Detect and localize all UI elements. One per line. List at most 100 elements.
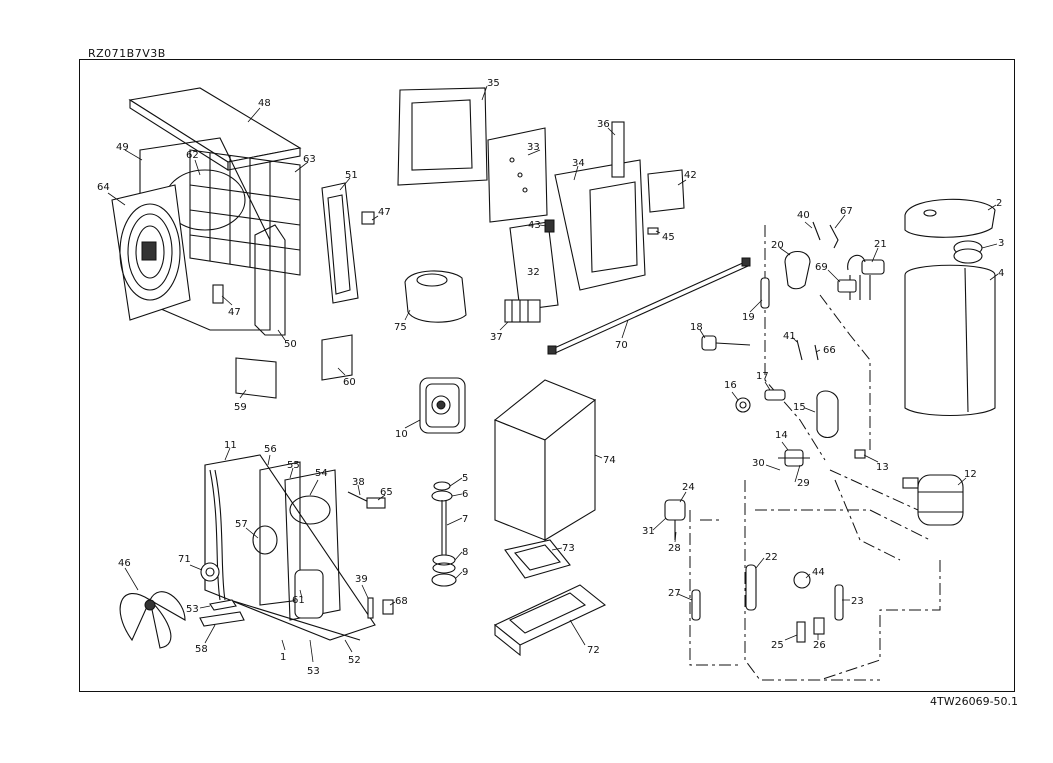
sensor-18 bbox=[701, 335, 751, 351]
callout-47-top: 47 bbox=[378, 207, 391, 218]
refrigerant-circuit bbox=[689, 225, 941, 681]
callout-71: 71 bbox=[178, 554, 191, 565]
callout-40: 40 bbox=[797, 210, 810, 221]
part-68 bbox=[382, 599, 394, 615]
clip-47b bbox=[361, 211, 375, 225]
callout-45: 45 bbox=[662, 232, 675, 243]
clip-47 bbox=[212, 284, 224, 304]
muffler-20 bbox=[784, 250, 811, 290]
callout-70: 70 bbox=[615, 340, 628, 351]
callout-50: 50 bbox=[284, 339, 297, 350]
callout-12: 12 bbox=[964, 469, 977, 480]
reactor-37 bbox=[504, 299, 541, 323]
callout-7: 7 bbox=[462, 514, 468, 525]
valve-stem-group bbox=[431, 481, 457, 587]
part-67 bbox=[829, 224, 839, 249]
callout-8: 8 bbox=[462, 547, 468, 558]
callout-29: 29 bbox=[797, 478, 810, 489]
callout-25: 25 bbox=[771, 640, 784, 651]
callout-58: 58 bbox=[195, 644, 208, 655]
callout-14: 14 bbox=[775, 430, 788, 441]
callout-63: 63 bbox=[303, 154, 316, 165]
callout-43: 43 bbox=[528, 220, 541, 231]
part-23 bbox=[834, 584, 844, 621]
model-number: RZ071B7V3B bbox=[88, 47, 166, 60]
callout-57: 57 bbox=[235, 519, 248, 530]
callout-33: 33 bbox=[527, 142, 540, 153]
callout-73: 73 bbox=[562, 543, 575, 554]
callout-28: 28 bbox=[668, 543, 681, 554]
callout-64: 64 bbox=[97, 182, 110, 193]
callout-5: 5 bbox=[462, 473, 468, 484]
callout-11: 11 bbox=[224, 440, 237, 451]
callout-16: 16 bbox=[724, 380, 737, 391]
sound-blanket-4 bbox=[904, 264, 996, 417]
coil-69 bbox=[837, 254, 866, 293]
callout-62: 62 bbox=[186, 150, 199, 161]
callout-24: 24 bbox=[682, 482, 695, 493]
callout-75: 75 bbox=[394, 322, 407, 333]
callout-22: 22 bbox=[765, 552, 778, 563]
callout-39: 39 bbox=[355, 574, 368, 585]
part-26 bbox=[813, 617, 825, 635]
part-43 bbox=[544, 219, 555, 233]
callout-55: 55 bbox=[287, 460, 300, 471]
callout-26: 26 bbox=[813, 640, 826, 651]
callout-72: 72 bbox=[587, 645, 600, 656]
callout-31: 31 bbox=[642, 526, 655, 537]
sound-insulation-54 bbox=[284, 469, 341, 621]
callout-48: 48 bbox=[258, 98, 271, 109]
callout-19: 19 bbox=[742, 312, 755, 323]
callout-52: 52 bbox=[348, 655, 361, 666]
insulation-10 bbox=[419, 377, 466, 434]
callout-10: 10 bbox=[395, 429, 408, 440]
insulation-3 bbox=[953, 240, 983, 264]
callout-32: 32 bbox=[527, 267, 540, 278]
callout-37: 37 bbox=[490, 332, 503, 343]
filter-19 bbox=[760, 277, 770, 309]
callout-51: 51 bbox=[345, 170, 358, 181]
compressor-12 bbox=[902, 474, 964, 526]
callout-65: 65 bbox=[380, 487, 393, 498]
callout-61: 61 bbox=[292, 595, 305, 606]
callout-67: 67 bbox=[840, 206, 853, 217]
callout-44: 44 bbox=[812, 567, 825, 578]
callout-68: 68 bbox=[395, 596, 408, 607]
rear-grille-63 bbox=[189, 149, 301, 276]
callout-60: 60 bbox=[343, 377, 356, 388]
callout-34: 34 bbox=[572, 158, 585, 169]
part-57 bbox=[252, 525, 278, 555]
part-44 bbox=[793, 571, 811, 589]
base-assembly-group bbox=[204, 454, 376, 641]
cover-35 bbox=[397, 87, 488, 186]
callout-69: 69 bbox=[815, 262, 828, 273]
part-13 bbox=[854, 449, 866, 459]
top-cover-74 bbox=[493, 379, 597, 541]
fan-propeller-46 bbox=[119, 591, 186, 649]
callout-30: 30 bbox=[752, 458, 765, 469]
coil-11 bbox=[209, 469, 221, 601]
part-22 bbox=[745, 564, 757, 611]
callout-20: 20 bbox=[771, 240, 784, 251]
part-27 bbox=[691, 589, 701, 621]
diagram-frame bbox=[79, 59, 1015, 692]
callout-36: 36 bbox=[597, 119, 610, 130]
callout-27: 27 bbox=[668, 588, 681, 599]
bracket-60 bbox=[321, 334, 353, 381]
part-73 bbox=[504, 539, 571, 579]
control-box-group bbox=[397, 87, 751, 355]
callout-3: 3 bbox=[998, 238, 1004, 249]
callout-41: 41 bbox=[783, 331, 796, 342]
bracket-36 bbox=[611, 121, 625, 178]
bracket-59 bbox=[235, 357, 277, 399]
fan-motor-71 bbox=[200, 562, 220, 582]
callout-56: 56 bbox=[264, 444, 277, 455]
callout-66: 66 bbox=[823, 345, 836, 356]
callout-47: 47 bbox=[228, 307, 241, 318]
fan-guard-64 bbox=[111, 184, 191, 321]
stop-valve-16 bbox=[735, 397, 751, 413]
valve-24 bbox=[664, 499, 686, 540]
part-66 bbox=[814, 344, 819, 361]
callout-42: 42 bbox=[684, 170, 697, 181]
callout-17: 17 bbox=[756, 371, 769, 382]
